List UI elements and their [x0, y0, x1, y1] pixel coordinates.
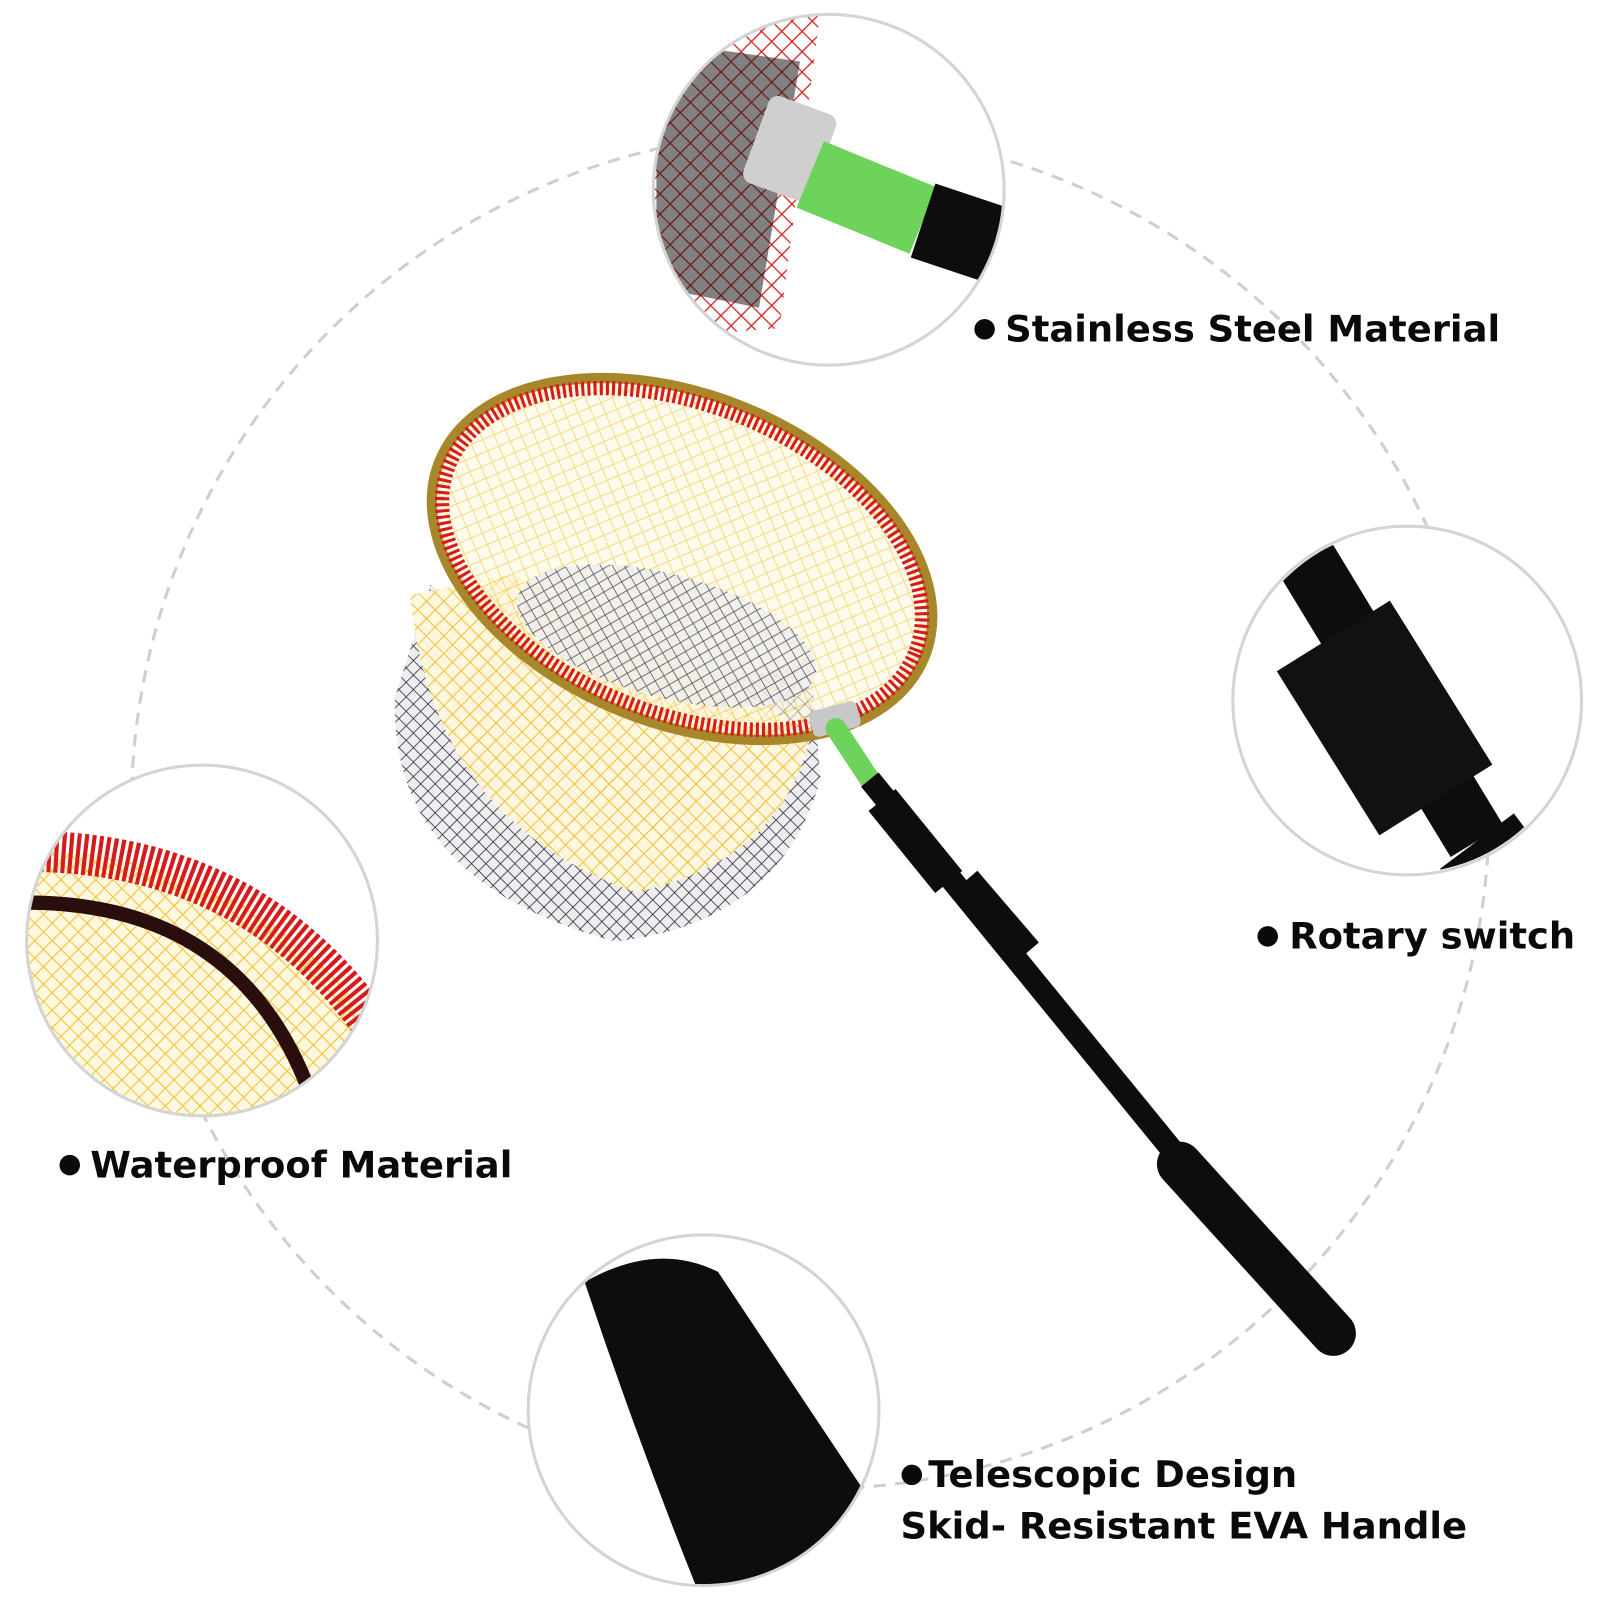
detail-circle-waterproof — [25, 763, 379, 1118]
feature-rotary-switch: Rotary switch — [1257, 915, 1575, 958]
detail-circle-rotary-switch — [1231, 524, 1584, 877]
feature-label: Stainless Steel Material — [1005, 308, 1500, 351]
bullet-icon — [974, 318, 995, 340]
bullet-icon — [901, 1464, 923, 1486]
bullet-icon — [59, 1154, 80, 1176]
landing-net-image — [394, 372, 1356, 1356]
feature-label: Rotary switch — [1289, 915, 1575, 958]
detail-circle-stainless-steel — [651, 12, 1006, 367]
feature-label: Waterproof Material — [90, 1143, 512, 1186]
feature-telescopic: Telescopic Design Skid- Resistant EVA Ha… — [901, 1453, 1468, 1547]
feature-sub-label: Skid- Resistant EVA Handle — [901, 1504, 1468, 1547]
feature-stainless-steel: Stainless Steel Material — [974, 308, 1500, 351]
feature-label: Telescopic Design — [928, 1453, 1297, 1496]
detail-circle-eva-handle — [526, 1233, 881, 1588]
feature-waterproof: Waterproof Material — [59, 1143, 512, 1186]
bullet-icon — [1257, 926, 1278, 947]
